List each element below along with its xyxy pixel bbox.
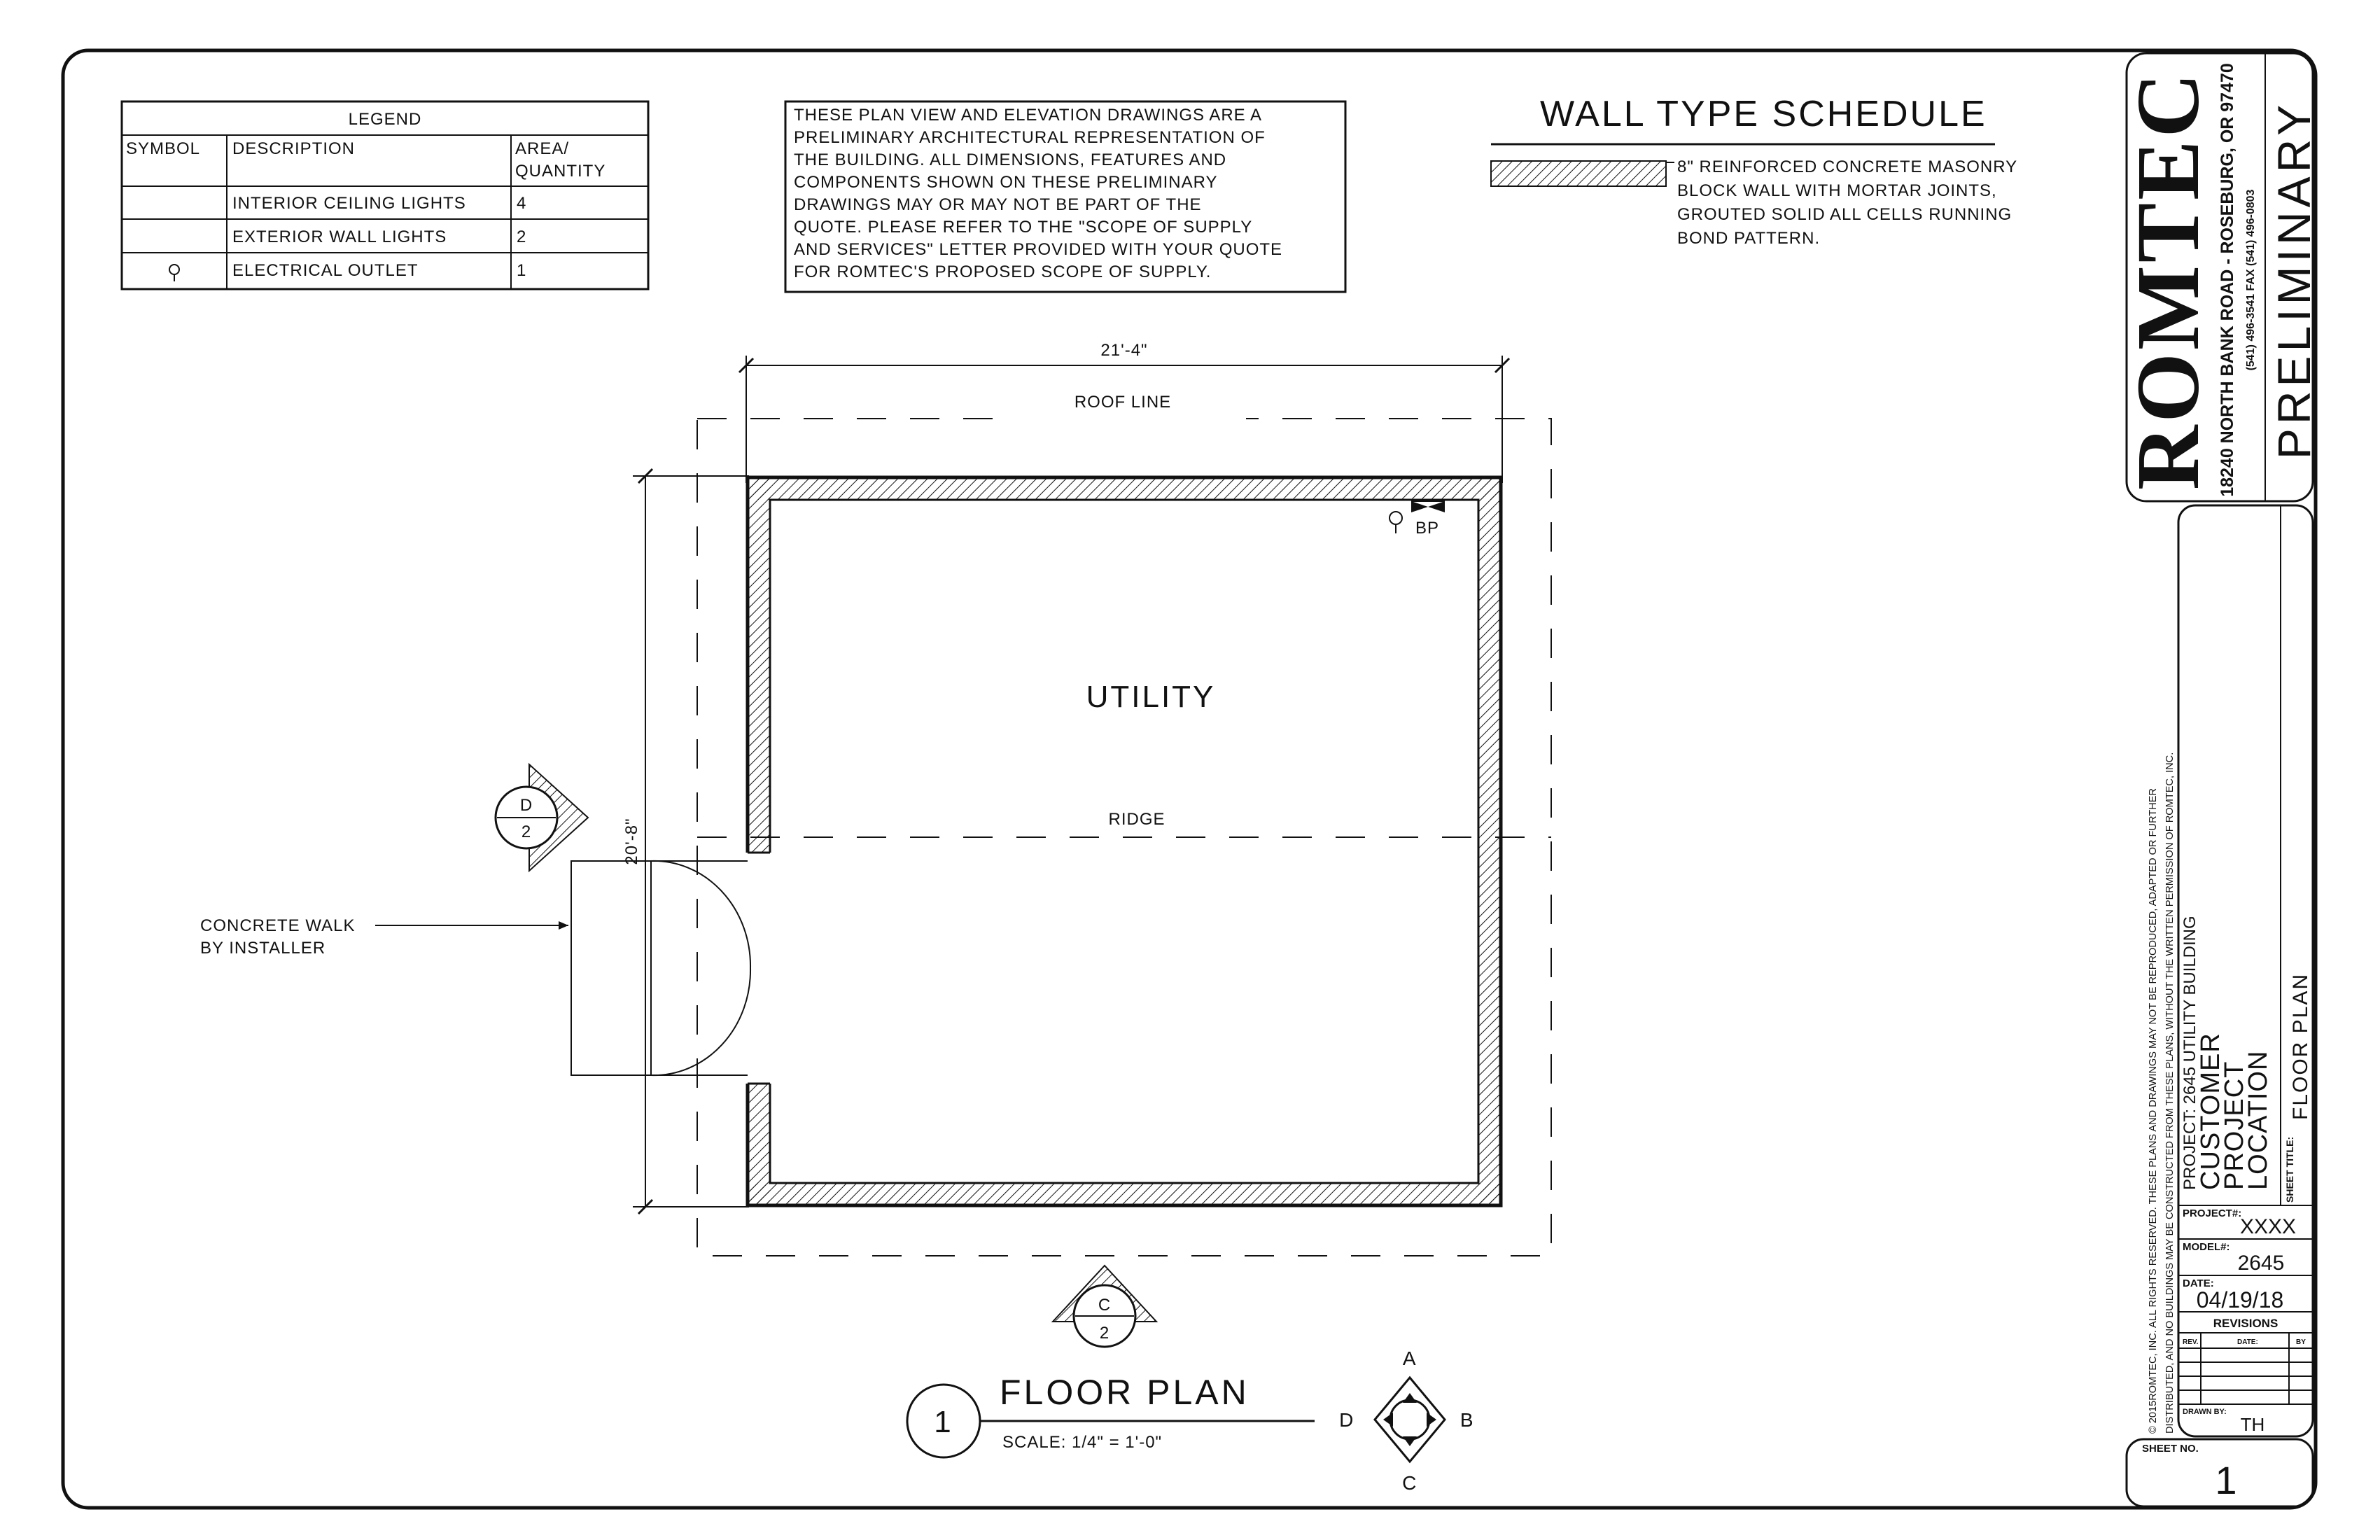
- rev-header: BY: [2296, 1338, 2306, 1346]
- legend-header-symbol: SYMBOL: [126, 139, 200, 158]
- copyright-line: © 2015ROMTEC, INC. ALL RIGHTS RESERVED. …: [2148, 788, 2159, 1434]
- disclaimer-line: THE BUILDING. ALL DIMENSIONS, FEATURES A…: [794, 150, 1226, 169]
- romtec-logo: ROMTEC: [2118, 70, 2218, 490]
- bp-label: BP: [1415, 519, 1439, 538]
- concrete-walk: [570, 860, 652, 1076]
- disclaimer-note: THESE PLAN VIEW AND ELEVATION DRAWINGS A…: [784, 100, 1347, 293]
- legend-title: LEGEND: [349, 110, 422, 129]
- drawn-by-label: DRAWN BY:: [2183, 1408, 2227, 1416]
- double-door: [650, 860, 752, 1077]
- disclaimer-line: FOR ROMTEC'S PROPOSED SCOPE OF SUPPLY.: [794, 262, 1211, 281]
- room-label-utility: UTILITY: [1086, 680, 1216, 714]
- ridge-label: RIDGE: [1108, 810, 1165, 829]
- drawn-by: TH: [2241, 1414, 2265, 1435]
- disclaimer-line: DRAWINGS MAY OR MAY NOT BE PART OF THE: [794, 195, 1202, 214]
- rev-header: REV.: [2183, 1338, 2199, 1346]
- wall-type-schedule: WALL TYPE SCHEDULE 8" REINFORCED CONCRET…: [1490, 94, 2017, 248]
- disclaimer-line: PRELIMINARY ARCHITECTURAL REPRESENTATION…: [794, 128, 1266, 147]
- section-d-sheet: 2: [522, 822, 531, 841]
- compass-b: B: [1460, 1409, 1474, 1431]
- bp-fixture-icon: [1411, 500, 1445, 512]
- revisions-label: REVISIONS: [2213, 1317, 2278, 1330]
- project-no: XXXX: [2240, 1215, 2296, 1238]
- section-d-letter: D: [520, 796, 533, 815]
- plan-title: FLOOR PLAN: [1000, 1373, 1250, 1412]
- disclaimer-line: COMPONENTS SHOWN ON THESE PRELIMINARY: [794, 173, 1218, 192]
- floor-plan-drawing: 21'-4" 20'-8" ROOF LINE RIDGE: [200, 341, 1552, 1348]
- section-marker-c: C 2: [1051, 1264, 1158, 1348]
- copyright-line: DISTRIBUTED, AND NO BUILDINGS MAY BE CON…: [2164, 752, 2176, 1434]
- wall-schedule-title: WALL TYPE SCHEDULE: [1540, 94, 1987, 134]
- disclaimer-line: THESE PLAN VIEW AND ELEVATION DRAWINGS A…: [794, 106, 1262, 125]
- customer-line: CUSTOMER: [2196, 1032, 2225, 1190]
- wall-schedule-line: 8" REINFORCED CONCRETE MASONRY: [1677, 158, 2017, 176]
- compass-icon: A B C D: [1339, 1348, 1474, 1494]
- sheet-no: 1: [2215, 1458, 2236, 1502]
- sheet-border: [61, 48, 2318, 1510]
- legend-row-quantity: 2: [517, 227, 526, 246]
- width-dimension-label: 21'-4": [1100, 341, 1147, 360]
- legend-row-description: ELECTRICAL OUTLET: [232, 261, 419, 280]
- plan-scale: SCALE: 1/4" = 1'-0": [1002, 1433, 1162, 1452]
- legend-row-description: EXTERIOR WALL LIGHTS: [232, 227, 447, 246]
- title-block: ROMTEC 18240 NORTH BANK ROAD - ROSEBURG,…: [2118, 52, 2320, 1508]
- outlet-symbol-icon: [169, 264, 180, 281]
- project-label: PROJECT: 2645 UTILITY BUILDING: [2180, 916, 2199, 1190]
- sheet-title-label: SHEET TITLE:: [2284, 1137, 2295, 1203]
- model-label: MODEL#:: [2183, 1241, 2230, 1253]
- section-c-sheet: 2: [1100, 1324, 1110, 1343]
- walk-label: CONCRETE WALK: [200, 916, 355, 935]
- plan-number: 1: [934, 1405, 953, 1439]
- sheet-title: FLOOR PLAN: [2289, 973, 2312, 1120]
- disclaimer-line: QUOTE. PLEASE REFER TO THE "SCOPE OF SUP…: [794, 218, 1252, 237]
- depth-dimension-label: 20'-8": [622, 818, 641, 864]
- legend-row-quantity: 1: [517, 261, 526, 280]
- wall-schedule-line: BOND PATTERN.: [1677, 229, 1820, 248]
- roof-line-label: ROOF LINE: [1074, 393, 1171, 412]
- legend-header-quantity: QUANTITY: [515, 162, 606, 181]
- customer-line: PROJECT: [2220, 1061, 2249, 1190]
- legend-row-quantity: 4: [517, 194, 526, 213]
- status-preliminary: PRELIMINARY: [2268, 101, 2320, 459]
- company-address: 18240 NORTH BANK ROAD - ROSEBURG, OR 974…: [2218, 63, 2237, 497]
- compass-a: A: [1403, 1348, 1417, 1369]
- compass-d: D: [1339, 1409, 1354, 1431]
- wall-schedule-line: BLOCK WALL WITH MORTAR JOINTS,: [1677, 181, 1997, 200]
- section-marker-d: D 2: [494, 762, 589, 873]
- company-phone: (541) 496-3541 FAX (541) 496-0803: [2245, 189, 2257, 370]
- project-no-label: PROJECT#:: [2183, 1208, 2241, 1219]
- compass-c: C: [1402, 1472, 1418, 1494]
- legend-row-description: INTERIOR CEILING LIGHTS: [232, 194, 466, 213]
- plan-title-block: 1 FLOOR PLAN SCALE: 1/4" = 1'-0": [906, 1373, 1315, 1459]
- customer-line: LOCATION: [2244, 1051, 2273, 1190]
- model-no: 2645: [2238, 1252, 2285, 1275]
- rev-header: DATE:: [2237, 1338, 2258, 1346]
- legend-header-description: DESCRIPTION: [232, 139, 355, 158]
- date-label: DATE:: [2183, 1278, 2214, 1289]
- outlet-symbol-icon: [1389, 511, 1403, 533]
- date-value: 04/19/18: [2197, 1287, 2284, 1312]
- wall-hatch-sample: [1490, 160, 1667, 187]
- sheet-no-label: SHEET NO.: [2142, 1443, 2199, 1455]
- disclaimer-line: AND SERVICES" LETTER PROVIDED WITH YOUR …: [794, 240, 1282, 259]
- walk-label: BY INSTALLER: [200, 939, 326, 958]
- legend-table: LEGEND SYMBOL DESCRIPTION AREA/ QUANTITY…: [120, 100, 650, 290]
- legend-header-area: AREA/: [515, 139, 569, 158]
- wall-schedule-line: GROUTED SOLID ALL CELLS RUNNING: [1677, 205, 2012, 224]
- building-walls: [746, 475, 1503, 1208]
- section-c-letter: C: [1098, 1296, 1111, 1315]
